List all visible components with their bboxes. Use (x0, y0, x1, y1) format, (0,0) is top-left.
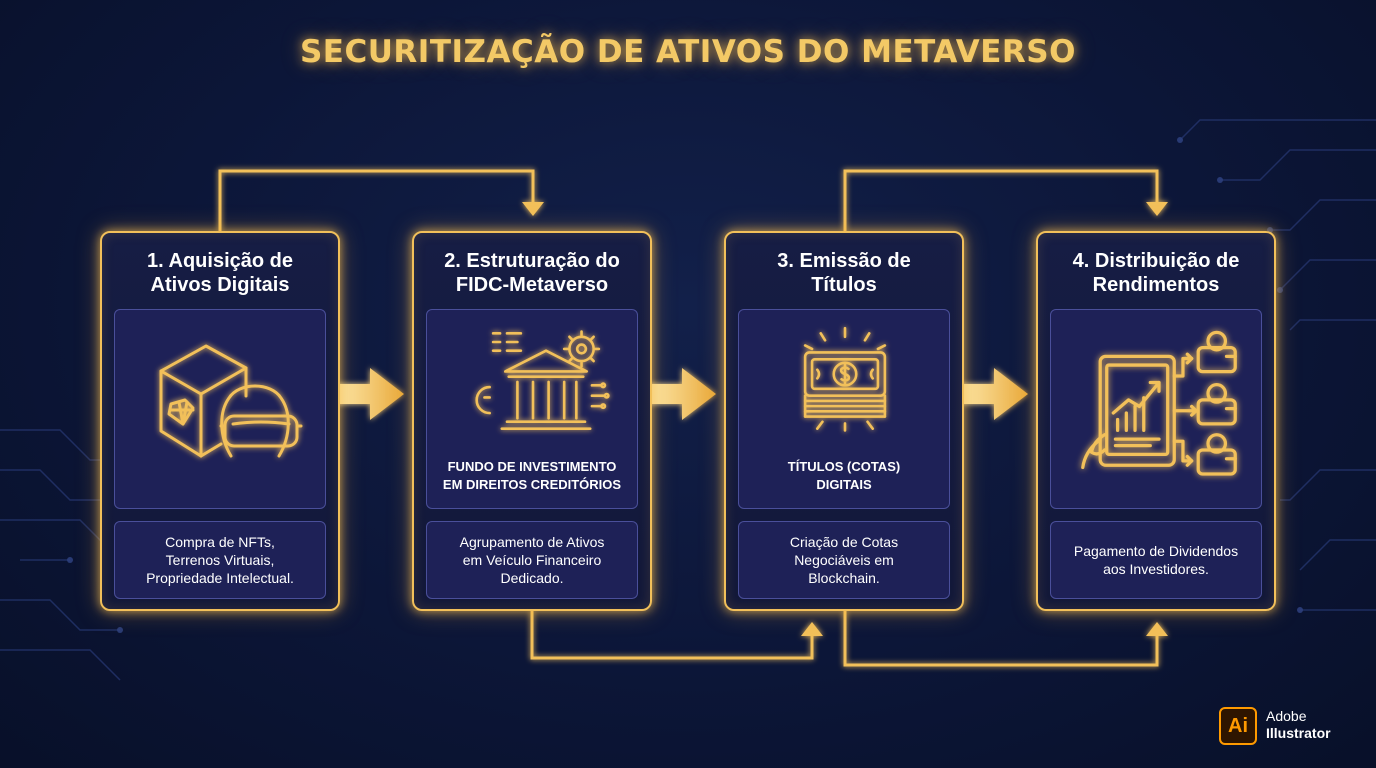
step-description: Pagamento de Dividendos aos Investidores… (1050, 521, 1262, 599)
flow-arrow-2-icon (642, 368, 716, 420)
step-illustration-label: TÍTULOS (COTAS) DIGITAIS (787, 459, 901, 492)
connector-top-1-2 (218, 169, 535, 231)
nft-cube-vr-headset-icon (159, 344, 303, 458)
arrowhead-down-icon (1146, 202, 1168, 216)
bank-building-gears-icon (475, 330, 610, 430)
connector-bottom-3-4 (843, 611, 1159, 667)
flow-arrow-1-icon (330, 368, 404, 420)
adobe-illustrator-logo-icon: Ai (1219, 707, 1257, 745)
arrowhead-down-icon (522, 202, 544, 216)
step-title: 1. Aquisição de Ativos Digitais (147, 250, 293, 296)
tablet-chart-wallets-icon (1081, 330, 1237, 476)
step-illustration-label: FUNDO DE INVESTIMENTO EM DIREITOS CREDIT… (442, 459, 622, 492)
step-card-issuance: 3. Emissão de Títulos TÍTULOS (COTAS) DI… (724, 231, 964, 611)
step-title: 3. Emissão de Títulos (777, 250, 911, 296)
step-illustration-panel (1050, 309, 1262, 509)
step-illustration-panel: TÍTULOS (COTAS) DIGITAIS (738, 309, 950, 509)
step-title: 2. Estruturação do FIDC-Metaverso (444, 250, 620, 296)
step-illustration-panel (114, 309, 326, 509)
arrowhead-up-icon (1146, 622, 1168, 636)
step-card-distribution: 4. Distribuição de Rendimentos Pagamento… (1036, 231, 1276, 611)
flow-arrow-3-icon (954, 368, 1028, 420)
step-title: 4. Distribuição de Rendimentos (1072, 250, 1240, 296)
step-description: Agrupamento de Ativos em Veículo Finance… (426, 521, 638, 599)
arrowhead-up-icon (801, 622, 823, 636)
connector-top-3-4 (843, 169, 1159, 231)
page-title: SECURITIZAÇÃO DE ATIVOS DO METAVERSO (299, 34, 1076, 70)
step-description: Criação de Cotas Negociáveis em Blockcha… (738, 521, 950, 599)
step-description: Compra de NFTs, Terrenos Virtuais, Propr… (114, 521, 326, 599)
step-card-structuring: 2. Estruturação do FIDC-Metaverso FUNDO … (412, 231, 652, 611)
step-card-acquisition: 1. Aquisição de Ativos Digitais Compra d… (100, 231, 340, 611)
connector-bottom-2-3 (530, 611, 814, 660)
adobe-illustrator-watermark: Adobe Illustrator (1266, 708, 1331, 741)
step-illustration-panel: FUNDO DE INVESTIMENTO EM DIREITOS CREDIT… (426, 309, 638, 509)
banknote-stack-icon (803, 326, 887, 432)
